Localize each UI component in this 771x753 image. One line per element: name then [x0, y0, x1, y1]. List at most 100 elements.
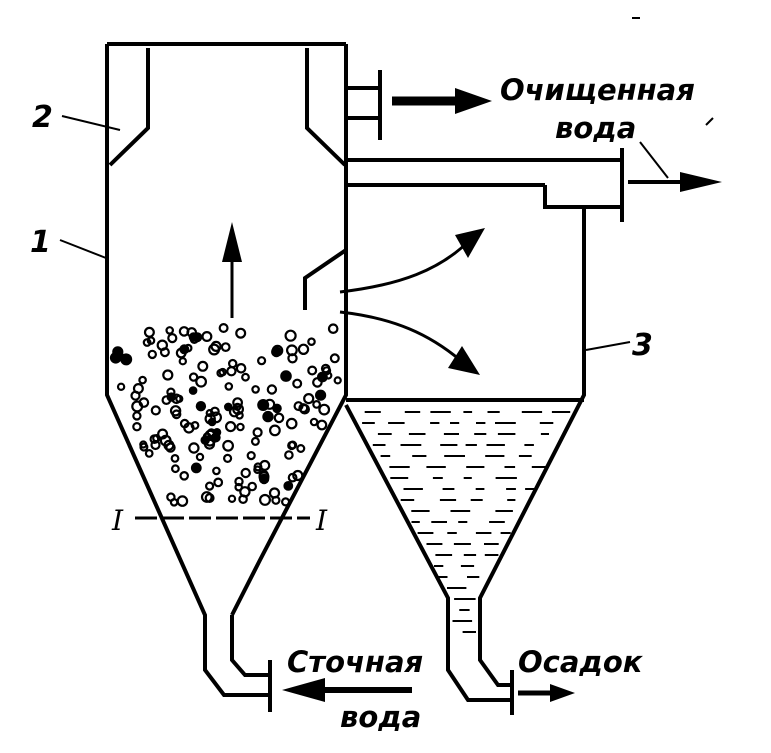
- bed-particle: [226, 366, 237, 377]
- bed-particle: [236, 422, 245, 432]
- bed-particle: [232, 397, 244, 409]
- bed-particle: [139, 442, 149, 452]
- bed-particle: [287, 472, 298, 483]
- bed-particle: [273, 412, 285, 424]
- section-label-left: I: [111, 504, 124, 537]
- clean-water-label-line1: Очищенная: [500, 73, 695, 107]
- bed-particle: [238, 494, 248, 505]
- bed-particle: [262, 410, 274, 423]
- flow-arrows: [222, 88, 722, 702]
- bed-particle: [212, 466, 221, 476]
- bed-particle: [296, 444, 306, 454]
- bed-particle: [171, 393, 182, 405]
- bed-particle: [307, 365, 318, 376]
- bed-particle: [218, 323, 229, 334]
- bed-particle: [220, 342, 231, 353]
- bed-particle: [169, 497, 179, 507]
- curve-arrow-down: [339, 310, 461, 362]
- bed-particle: [280, 370, 292, 382]
- bed-particle: [292, 469, 304, 482]
- bed-particle: [175, 347, 187, 359]
- waste-water-label-line1: Сточная: [287, 645, 423, 679]
- bed-particle: [188, 386, 198, 395]
- bed-particle: [213, 477, 224, 488]
- bed-particle: [281, 497, 291, 507]
- bed-particle: [285, 417, 298, 430]
- bed-particle: [297, 343, 310, 355]
- bed-particle: [298, 403, 309, 414]
- bed-particle: [235, 327, 247, 339]
- bed-particle: [235, 362, 247, 374]
- bed-particle: [188, 372, 199, 382]
- bed-particle: [251, 385, 260, 394]
- bed-particle: [195, 401, 207, 412]
- bed-particle: [283, 481, 294, 491]
- upflow-arrow-head: [222, 222, 242, 262]
- bed-particle: [312, 400, 322, 409]
- label-3: 3: [632, 328, 653, 363]
- bed-particle: [159, 434, 172, 447]
- bed-particle: [303, 393, 315, 405]
- bed-particle: [241, 372, 250, 382]
- bed-particle: [112, 346, 124, 358]
- bed-particle: [271, 495, 281, 505]
- settler-vessel: [344, 148, 624, 715]
- bed-particle: [157, 428, 169, 440]
- bed-particle: [156, 339, 168, 351]
- bed-particle: [287, 353, 298, 364]
- bed-particle: [266, 384, 278, 395]
- bed-particle: [143, 326, 155, 338]
- sediment-label: Осадок: [518, 645, 644, 679]
- bed-particle: [210, 340, 222, 352]
- bed-particle: [252, 427, 263, 438]
- leader-lines: [59, 115, 631, 351]
- bed-particle: [259, 459, 271, 471]
- bed-particle: [227, 358, 238, 369]
- bed-particle: [146, 336, 156, 345]
- bed-particle: [169, 405, 182, 417]
- bed-particle: [259, 493, 272, 506]
- bed-particle: [320, 363, 331, 374]
- bed-particle: [150, 405, 161, 416]
- bed-particle: [264, 398, 276, 410]
- bed-particle: [195, 452, 205, 462]
- bed-particle: [170, 464, 180, 474]
- bed-particle: [227, 494, 237, 503]
- bed-particle: [327, 323, 339, 334]
- bed-particle: [166, 387, 176, 397]
- bed-particle: [170, 454, 180, 463]
- bed-particle: [209, 406, 220, 417]
- bed-particle: [269, 424, 281, 437]
- top-outlet-nozzle: [346, 70, 382, 140]
- bed-particle: [210, 411, 223, 424]
- bed-particle: [225, 421, 237, 433]
- bed-particle: [178, 357, 187, 366]
- bed-particle: [132, 422, 142, 432]
- bed-particle: [205, 481, 215, 491]
- bed-particle: [257, 356, 267, 366]
- bed-particle: [292, 378, 303, 389]
- bed-particle: [253, 465, 262, 475]
- bed-particle: [116, 382, 126, 391]
- bed-particle: [258, 471, 270, 483]
- waste-water-label-line2: вода: [340, 700, 421, 734]
- stray-mark: [705, 117, 714, 126]
- clean-water-label-line2: вода: [555, 111, 636, 145]
- bed-particle: [132, 411, 142, 421]
- label-1: 1: [30, 225, 51, 260]
- bed-particle: [195, 375, 208, 388]
- bed-particle: [309, 417, 319, 427]
- bed-particle: [223, 453, 233, 463]
- curve-arrow-up: [339, 238, 472, 294]
- bed-particle: [317, 371, 328, 383]
- bed-particle: [315, 389, 327, 401]
- bed-particle: [240, 467, 251, 479]
- ring-collar: [108, 48, 347, 167]
- bed-particle: [307, 337, 316, 347]
- outlet-deflector: [303, 248, 348, 310]
- bed-particle: [316, 419, 328, 431]
- bed-particle: [318, 403, 331, 416]
- bed-particle: [179, 470, 190, 481]
- bed-particle: [147, 349, 157, 360]
- bed-particle: [138, 397, 150, 408]
